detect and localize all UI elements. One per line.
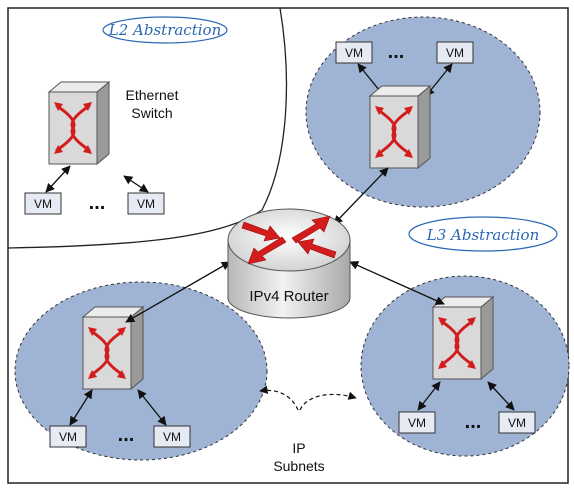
link-router-left-switch [125, 261, 231, 323]
vm-ellipsis: ... [89, 192, 106, 214]
l3-abstraction-label: L3 Abstraction [408, 216, 558, 252]
link-router-top-switch [333, 167, 389, 225]
ethernet-switch-label-line1: Ethernet [126, 87, 179, 103]
svg-text:VM: VM [446, 46, 464, 60]
ip-subnets-label-line2: Subnets [273, 458, 324, 474]
vm-box: VM [498, 411, 536, 434]
subnet-switch-right-icon [431, 295, 495, 381]
ipv4-router-icon: IPv4 Router [227, 208, 351, 319]
svg-text:VM: VM [163, 430, 181, 444]
ethernet-switch-label-line2: Switch [131, 105, 172, 121]
link-bl-vm-left [69, 389, 93, 426]
vm-box: VM [153, 425, 191, 448]
svg-text:VM: VM [137, 197, 155, 211]
ethernet-switch-icon [47, 80, 111, 166]
link-bl-vm-right [137, 389, 167, 426]
ip-subnets-label-line1: IP [292, 440, 305, 456]
vm-ellipsis: ... [465, 411, 482, 433]
vm-box: VM [127, 192, 165, 215]
link-br-vm-left [417, 381, 441, 411]
svg-text:VM: VM [345, 46, 363, 60]
link-br-vm-right [487, 381, 515, 411]
svg-text:L2 Abstraction: L2 Abstraction [108, 21, 221, 39]
link-router-right-switch [349, 261, 445, 305]
vm-box: VM [49, 425, 87, 448]
vm-box: VM [436, 41, 474, 64]
subnet-switch-top-icon [368, 84, 432, 170]
svg-text:VM: VM [59, 430, 77, 444]
svg-text:VM: VM [508, 416, 526, 430]
l2-abstraction-label: L2 Abstraction [102, 16, 228, 44]
vm-ellipsis: ... [388, 41, 405, 63]
svg-text:VM: VM [408, 416, 426, 430]
vm-box: VM [398, 411, 436, 434]
svg-text:L3 Abstraction: L3 Abstraction [426, 226, 539, 244]
router-label: IPv4 Router [249, 288, 328, 305]
ip-subnets-arrow-left [259, 385, 299, 411]
vm-box: VM [24, 192, 62, 215]
vm-ellipsis: ... [118, 424, 135, 446]
vm-box: VM [335, 41, 373, 64]
subnet-switch-left-icon [81, 305, 145, 391]
l2-boundary [7, 7, 288, 249]
link-l2-vm-left [45, 165, 71, 193]
svg-text:VM: VM [34, 197, 52, 211]
link-l2-vm-right [123, 175, 149, 193]
